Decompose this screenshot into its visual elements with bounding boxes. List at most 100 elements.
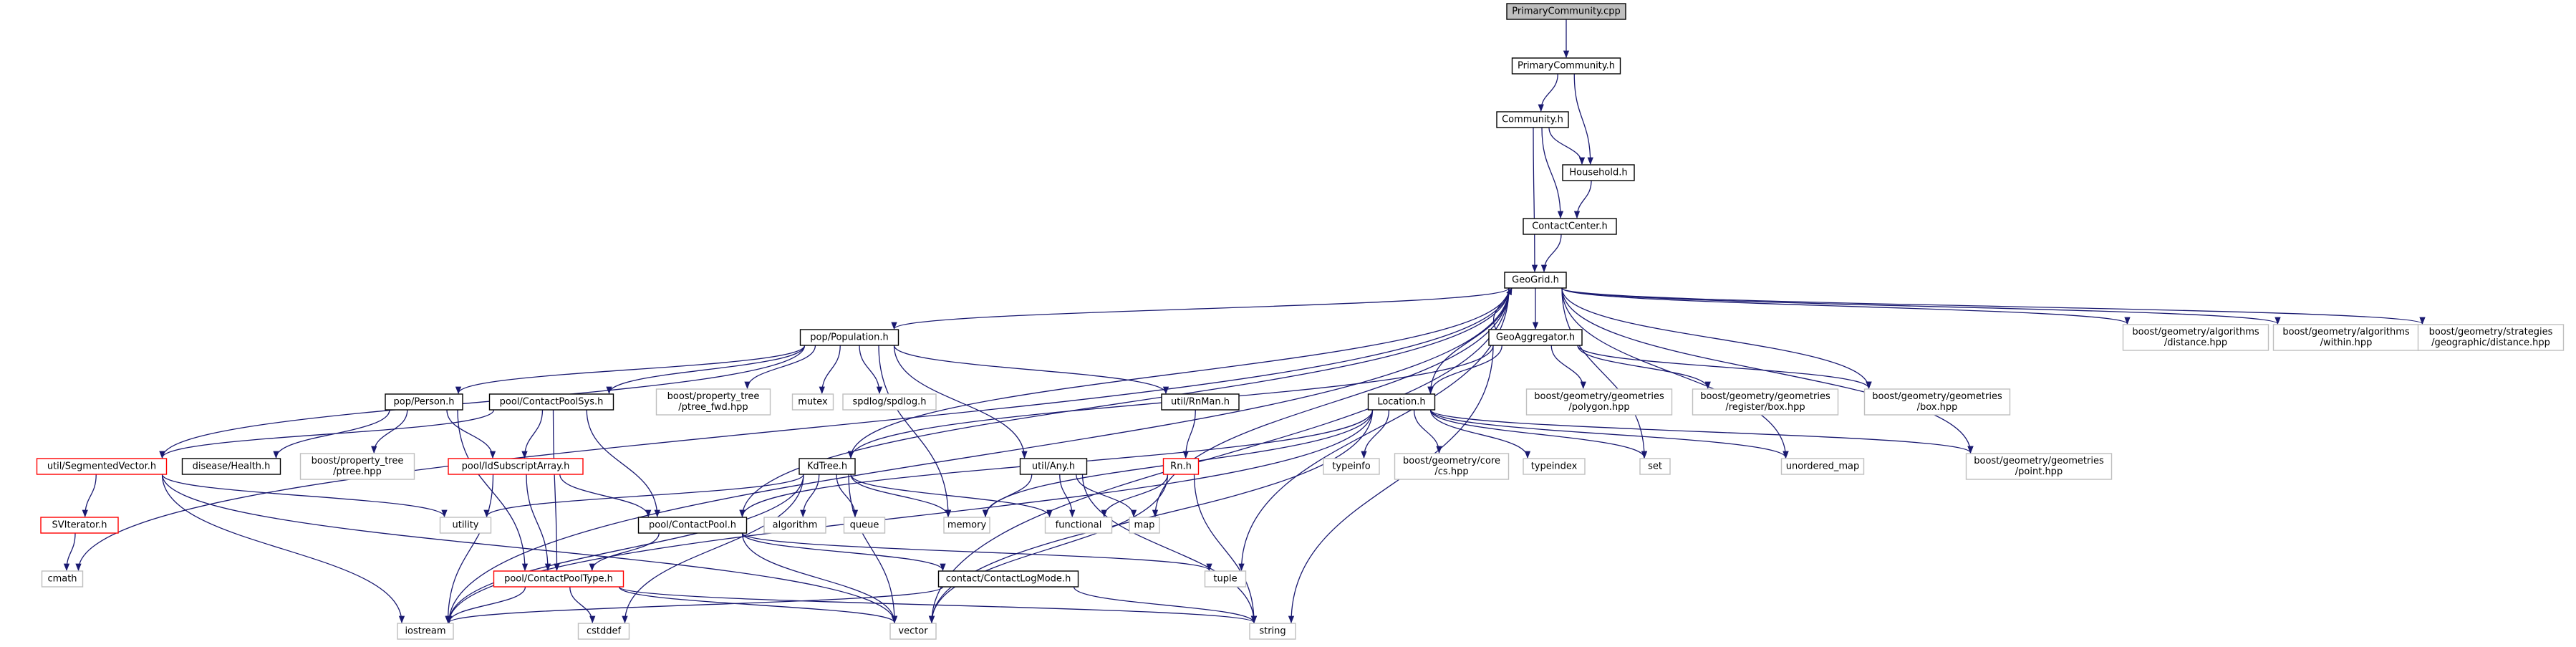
node-box	[1204, 570, 1247, 588]
node-label: SVIterator.h	[52, 520, 107, 531]
node-label: boost/geometry/algorithms	[2132, 327, 2259, 337]
graph-node-typeinfo: typeinfo	[1323, 458, 1380, 475]
graph-node-contactcenter-h[interactable]: ContactCenter.h	[1523, 218, 1617, 235]
graph-node-utility: utility	[439, 517, 492, 534]
node-box	[40, 517, 119, 534]
graph-node-primarycommunity-h[interactable]: PrimaryCommunity.h	[1511, 57, 1621, 75]
edge-geoaggregator-h-to-bg-polygon	[1550, 345, 1586, 390]
edge-location-h-to-set	[1429, 409, 1648, 459]
node-box	[1129, 517, 1160, 534]
graph-node-map: map	[1129, 517, 1160, 534]
edge-segmentedvector-h-to-iostream	[161, 474, 405, 624]
edge-location-h-to-unordered-map	[1429, 409, 1789, 459]
node-label: utility	[453, 520, 479, 531]
graph-node-contactpooltype-h[interactable]: pool/ContactPoolType.h	[493, 570, 624, 588]
edge-contactpooltype-h-to-iostream	[445, 586, 526, 624]
graph-node-mutex: mutex	[791, 393, 834, 411]
edge-person-h-to-ptree	[371, 409, 408, 454]
edge-kdtree-h-to-cstddef	[622, 474, 804, 624]
edge-location-h-to-vector	[928, 409, 1374, 624]
graph-node-tuple: tuple	[1204, 570, 1247, 588]
node-label: cmath	[47, 574, 77, 585]
graph-node-spdlog: spdlog/spdlog.h	[842, 393, 937, 411]
edge-any-h-to-string	[1081, 474, 1258, 624]
node-box	[843, 517, 886, 534]
graph-node-rnman-h[interactable]: util/RnMan.h	[1161, 393, 1240, 411]
node-label: /polygon.hpp	[1568, 402, 1629, 413]
edge-geogrid-h-to-bg-distance	[1561, 287, 2131, 325]
node-box	[1162, 458, 1200, 475]
graph-node-population-h[interactable]: pop/Population.h	[799, 329, 899, 346]
edge-location-h-to-typeinfo	[1361, 409, 1390, 459]
node-box	[1639, 458, 1671, 475]
node-label: /within.hpp	[2320, 337, 2373, 348]
graph-node-iostream: iostream	[397, 623, 454, 640]
node-label: boost/property_tree	[312, 456, 404, 466]
edge-primarycommunity-h-to-household-h	[1573, 73, 1593, 166]
graph-node-primarycommunity-cpp[interactable]: PrimaryCommunity.cpp	[1506, 3, 1626, 20]
node-box	[791, 393, 834, 411]
node-label: PrimaryCommunity.h	[1518, 61, 1615, 72]
graph-node-person-h[interactable]: pop/Person.h	[385, 393, 463, 411]
graph-node-kdtree-h[interactable]: KdTree.h	[799, 458, 856, 475]
edge-contactpool-h-to-contactpooltype-h	[589, 532, 660, 572]
edge-idsubscriptarray-h-to-iostream	[445, 474, 494, 624]
node-label: boost/geometry/geometries	[1700, 391, 1830, 402]
node-box	[1504, 272, 1567, 289]
edge-sviterator-h-to-cmath	[63, 532, 76, 572]
node-label: memory	[947, 520, 987, 531]
node-label: unordered_map	[1786, 461, 1860, 472]
edge-geogrid-h-to-tuple	[1238, 287, 1510, 572]
graph-node-idsubscriptarray-h[interactable]: pool/IdSubscriptArray.h	[448, 458, 584, 475]
graph-node-queue: queue	[843, 517, 886, 534]
edge-any-h-to-functional	[1059, 474, 1076, 518]
graph-node-cmath: cmath	[41, 570, 84, 588]
node-label: typeinfo	[1332, 461, 1370, 472]
edge-community-h-to-contactcenter-h	[1541, 127, 1564, 219]
graph-node-geoaggregator-h[interactable]: GeoAggregator.h	[1488, 329, 1583, 346]
node-box	[493, 570, 624, 588]
graph-node-rn-h[interactable]: Rn.h	[1162, 458, 1200, 475]
edge-kdtree-h-to-memory	[850, 474, 952, 518]
graph-node-bg-geo-distance: boost/geometry/strategies/geographic/dis…	[2417, 324, 2565, 351]
graph-node-community-h[interactable]: Community.h	[1496, 111, 1569, 128]
graph-node-bg-box: boost/geometry/geometries/box.hpp	[1863, 388, 2011, 416]
edge-population-h-to-ptree-fwd	[744, 345, 816, 390]
graph-node-contactlogmode-h[interactable]: contact/ContactLogMode.h	[937, 570, 1079, 588]
node-label: set	[1648, 461, 1662, 472]
graph-node-string: string	[1249, 623, 1296, 640]
edge-geogrid-h-to-bg-geo-distance	[1561, 287, 2426, 325]
node-label: cstddef	[587, 626, 622, 637]
graph-node-household-h[interactable]: Household.h	[1562, 164, 1635, 181]
edge-any-h-to-memory	[982, 474, 1033, 518]
edge-primarycommunity-h-to-community-h	[1538, 73, 1558, 112]
graph-node-contactpool-h[interactable]: pool/ContactPool.h	[637, 517, 748, 534]
node-box	[799, 329, 899, 346]
edge-contactcenter-h-to-geogrid-h	[1540, 234, 1562, 273]
node-label: PrimaryCommunity.cpp	[1512, 6, 1620, 17]
graph-node-bg-register-box: boost/geometry/geometries/register/box.h…	[1692, 388, 1839, 416]
edge-rn-h-to-string	[1193, 474, 1258, 624]
node-box	[1780, 458, 1865, 475]
node-label: Household.h	[1569, 168, 1627, 178]
node-label: boost/geometry/geometries	[1872, 391, 2002, 402]
edge-population-h-to-mutex	[819, 345, 841, 395]
edge-geogrid-h-to-location-h	[1427, 287, 1510, 395]
graph-node-sviterator-h[interactable]: SVIterator.h	[40, 517, 119, 534]
node-box	[41, 570, 84, 588]
edge-geogrid-h-to-population-h	[891, 287, 1510, 330]
node-label: algorithm	[773, 520, 818, 531]
graph-node-health-h[interactable]: disease/Health.h	[181, 458, 281, 475]
graph-node-segmentedvector-h[interactable]: util/SegmentedVector.h	[36, 458, 168, 475]
graph-node-any-h[interactable]: util/Any.h	[1019, 458, 1088, 475]
graph-node-contactpoolsys-h[interactable]: pool/ContactPoolSys.h	[488, 393, 614, 411]
graph-node-location-h[interactable]: Location.h	[1367, 393, 1436, 411]
graph-node-geogrid-h[interactable]: GeoGrid.h	[1504, 272, 1567, 289]
edge-population-h-to-contactpoolsys-h	[606, 345, 806, 395]
node-box	[1249, 623, 1296, 640]
edge-kdtree-h-to-vector	[848, 474, 898, 624]
edge-person-h-to-contactpooltype-h	[457, 409, 529, 572]
node-box	[2417, 324, 2565, 351]
node-box	[2272, 324, 2420, 351]
edge-geogrid-h-to-contactpool-h	[739, 287, 1510, 518]
